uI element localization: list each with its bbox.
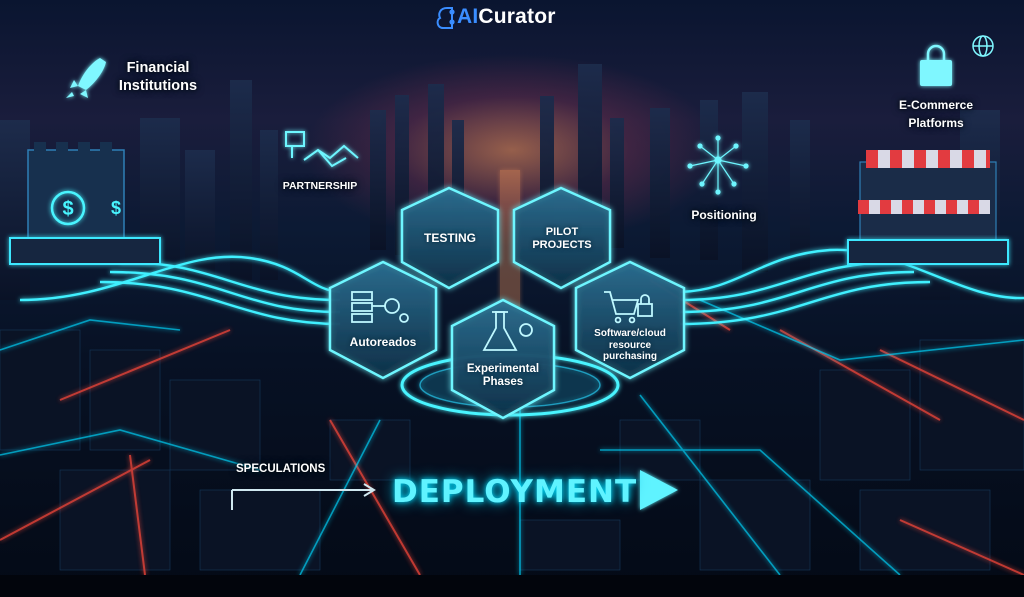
- partnership-label: PARTNERSHIP: [282, 180, 358, 192]
- hex-pilot: [512, 186, 612, 290]
- storefront-icon: [847, 150, 1009, 265]
- hex-experimental-line2: Phases: [482, 376, 524, 388]
- financial-institutions-label: Financial Institutions: [104, 59, 212, 95]
- financial-line1: Financial: [126, 60, 190, 76]
- hex-testing: [400, 186, 500, 290]
- brand-suffix: Curator: [478, 5, 556, 28]
- ecommerce-line2: Platforms: [908, 116, 964, 130]
- brand-name: AICurator: [457, 5, 556, 29]
- brain-circuit-icon: [436, 7, 455, 29]
- hex-experimental-label: Experimental Phases: [452, 363, 554, 389]
- hex-autoreados: [328, 260, 438, 380]
- hex-software-line3: purchasing: [603, 351, 657, 362]
- svg-text:$: $: [111, 198, 121, 218]
- hex-pilot-line2: PROJECTS: [532, 239, 592, 251]
- server-gear-icon: [351, 291, 409, 323]
- hex-experimental-line1: Experimental: [466, 363, 540, 375]
- cart-lock-icon: [604, 291, 653, 324]
- hex-autoreados-label: Autoreados: [349, 335, 417, 349]
- flask-icon: [482, 311, 533, 351]
- play-arrow-icon: [640, 470, 678, 510]
- rocket-icon: [66, 58, 106, 98]
- hex-software-line1: Software/cloud: [594, 328, 666, 339]
- dollar-icon: $: [62, 198, 73, 220]
- speculations-label: SPECULATIONS: [236, 463, 326, 475]
- deployment-label: DEPLOYMENT: [392, 474, 638, 510]
- bottom-band: [0, 575, 1024, 597]
- shopping-bag-icon: [920, 44, 952, 86]
- brand-prefix: AI: [457, 5, 479, 28]
- hex-software-line2: resource: [608, 339, 652, 351]
- hex-experimental: [450, 298, 556, 420]
- hex-testing-label: TESTING: [423, 231, 476, 245]
- hex-software-label: Software/cloud resource purchasing: [580, 328, 680, 363]
- globe-icon: [972, 35, 994, 57]
- ecommerce-platforms-label: E-Commerce Platforms: [880, 96, 992, 132]
- neural-network-icon: [687, 135, 749, 195]
- hex-pilot-line1: PILOT: [545, 226, 579, 238]
- ecommerce-line1: E-Commerce: [898, 98, 974, 112]
- financial-line2: Institutions: [118, 78, 198, 94]
- financial-building: $ $: [9, 142, 161, 265]
- positioning-label: Positioning: [691, 208, 757, 222]
- handshake-icon: [285, 131, 359, 168]
- double-arrow-icon: [231, 483, 376, 510]
- brand-logo: AICurator: [437, 4, 587, 30]
- hex-pilot-label: PILOT PROJECTS: [514, 226, 610, 252]
